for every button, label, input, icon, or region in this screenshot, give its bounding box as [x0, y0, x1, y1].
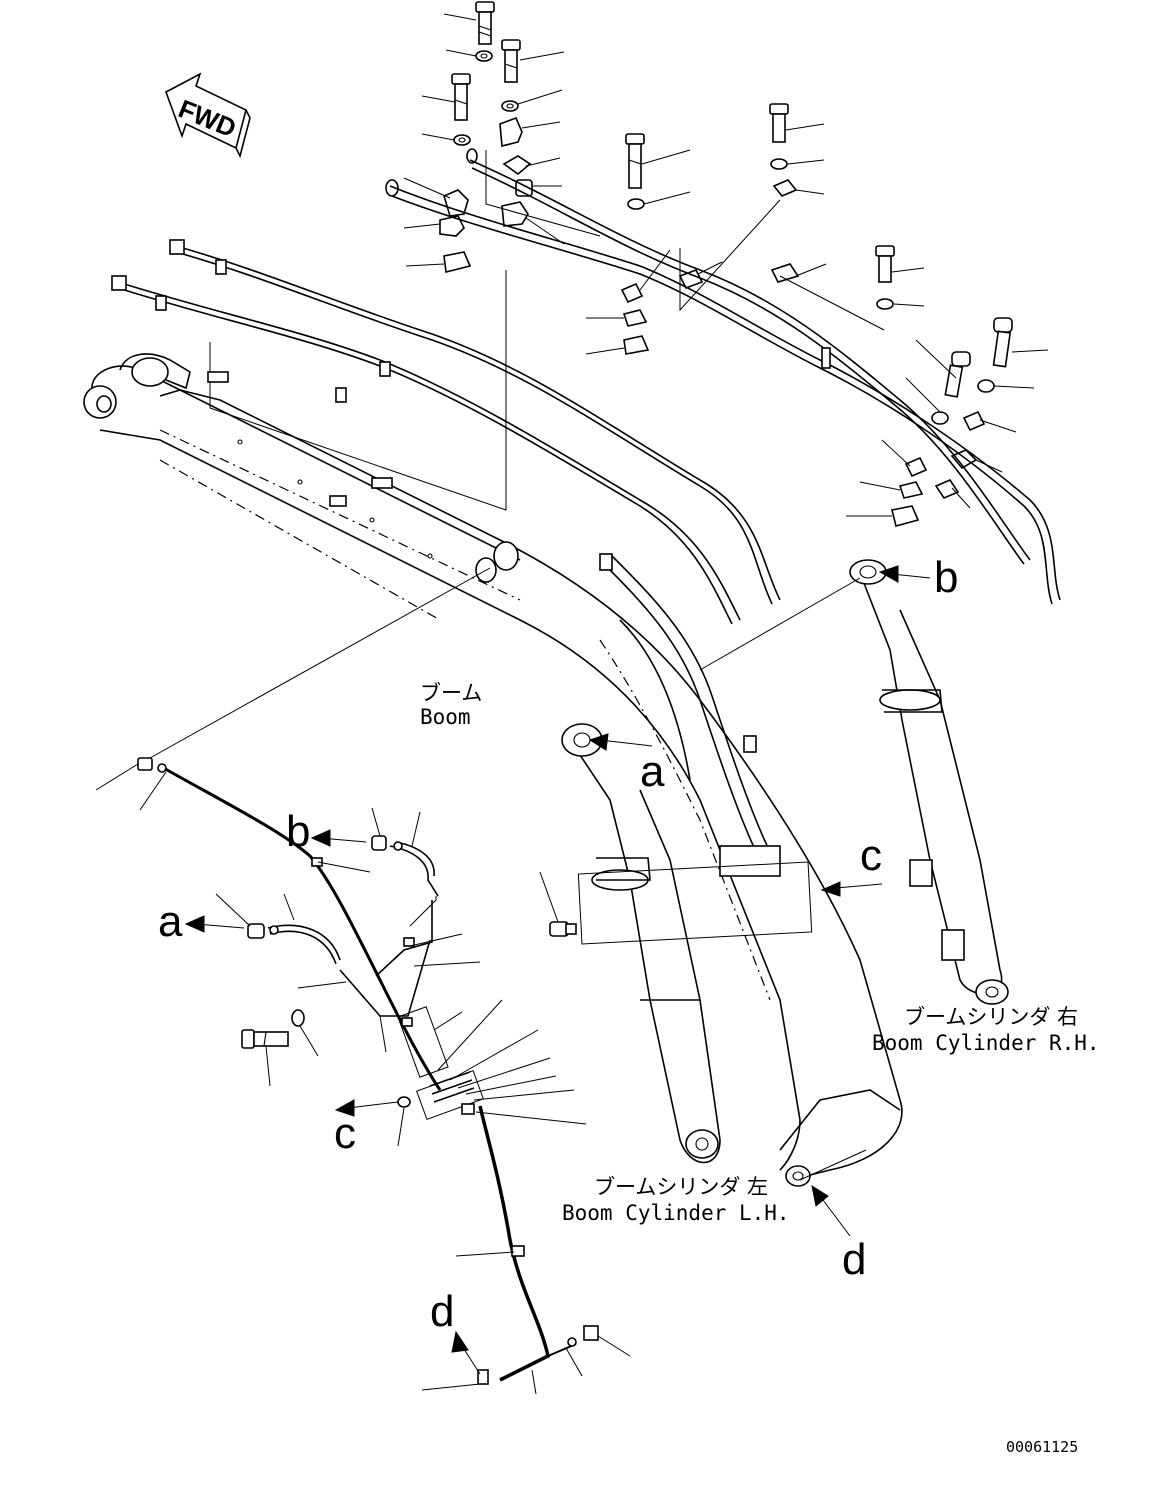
bolt-icon [625, 133, 691, 189]
clamp-half-icon [772, 179, 825, 197]
boom-cylinder-rh-label-jp: ブームシリンダ 右 [904, 1005, 1078, 1029]
boom-cylinder-rh [849, 559, 1009, 1005]
callout-label: b [934, 553, 958, 602]
clamp-half-icon [502, 155, 561, 176]
callout-label: b [286, 807, 310, 856]
callout-label: a [158, 897, 183, 946]
upper-hydraulic-pipes [111, 159, 1061, 625]
washer-icon [876, 298, 925, 310]
clamp-half-icon [586, 309, 648, 327]
boom-cylinder-rh-label-en: Boom Cylinder R.H. [872, 1031, 1100, 1055]
washer-icon [291, 1009, 319, 1057]
callout-label: c [334, 1109, 356, 1158]
washer-icon [627, 191, 691, 210]
bolt-icon [443, 1, 495, 45]
washer-icon [501, 89, 563, 112]
washer-icon [977, 379, 1035, 393]
clamp-half-icon [934, 479, 971, 509]
washer-icon [445, 49, 493, 62]
washer-icon [770, 158, 825, 170]
callout-label: d [842, 1235, 866, 1284]
clamp-half-icon [770, 263, 827, 283]
clamp-half-icon [678, 261, 723, 290]
boom-cylinder-lh-label-en: Boom Cylinder L.H. [562, 1201, 790, 1225]
bolt-icon [421, 73, 471, 121]
clamp-half-icon [846, 505, 920, 527]
clamp-half-icon [403, 177, 469, 217]
bolt-icon [241, 1029, 289, 1087]
bolt-icon [992, 317, 1049, 368]
clamp-half-icon [881, 439, 928, 478]
lower-hose-assembly [137, 757, 599, 1385]
clamp-half-icon [501, 201, 565, 245]
small-hose-b [371, 807, 439, 927]
bolt-icon [501, 39, 565, 83]
boom-label-jp: ブーム [420, 681, 482, 705]
bolt-icon [875, 245, 925, 283]
callout-label: c [860, 831, 882, 880]
clamp-half-icon [405, 251, 472, 273]
bolt-icon [915, 339, 971, 398]
callout-label: d [430, 1287, 454, 1336]
boom-cylinder-lh [561, 723, 721, 1164]
callout-b-lower: b [286, 807, 367, 856]
clamp-half-icon [403, 215, 465, 237]
washer-icon [905, 377, 949, 425]
clamp-half-icon [620, 249, 671, 304]
bolt-icon [769, 103, 825, 143]
clamp-half-icon [585, 335, 650, 355]
boom-body [83, 353, 903, 1187]
callout-a-upper: a [588, 733, 665, 796]
clamp-half-icon [499, 116, 561, 148]
callout-a-lower: a [158, 897, 245, 946]
clamp-half-icon [859, 481, 924, 499]
callout-d-lower: d [430, 1287, 481, 1375]
callout-label: a [640, 747, 665, 796]
boom-cylinder-lh-label-jp: ブームシリンダ 左 [594, 1175, 768, 1199]
washer-icon [421, 133, 471, 146]
clamp-half-icon [962, 410, 1017, 433]
small-hose-a [215, 893, 341, 965]
callout-c-lower: c [334, 1096, 411, 1158]
callout-d-upper: d [811, 1184, 866, 1284]
drawing-code: 00061125 [1006, 1438, 1078, 1456]
fitting-icon [539, 871, 577, 937]
callout-c-upper: c [820, 831, 883, 897]
fwd-arrow-icon: FWD [165, 72, 251, 159]
callout-b-upper: b [878, 553, 958, 602]
boom-label-en: Boom [420, 705, 471, 729]
boom-pipes-lower [599, 553, 781, 877]
